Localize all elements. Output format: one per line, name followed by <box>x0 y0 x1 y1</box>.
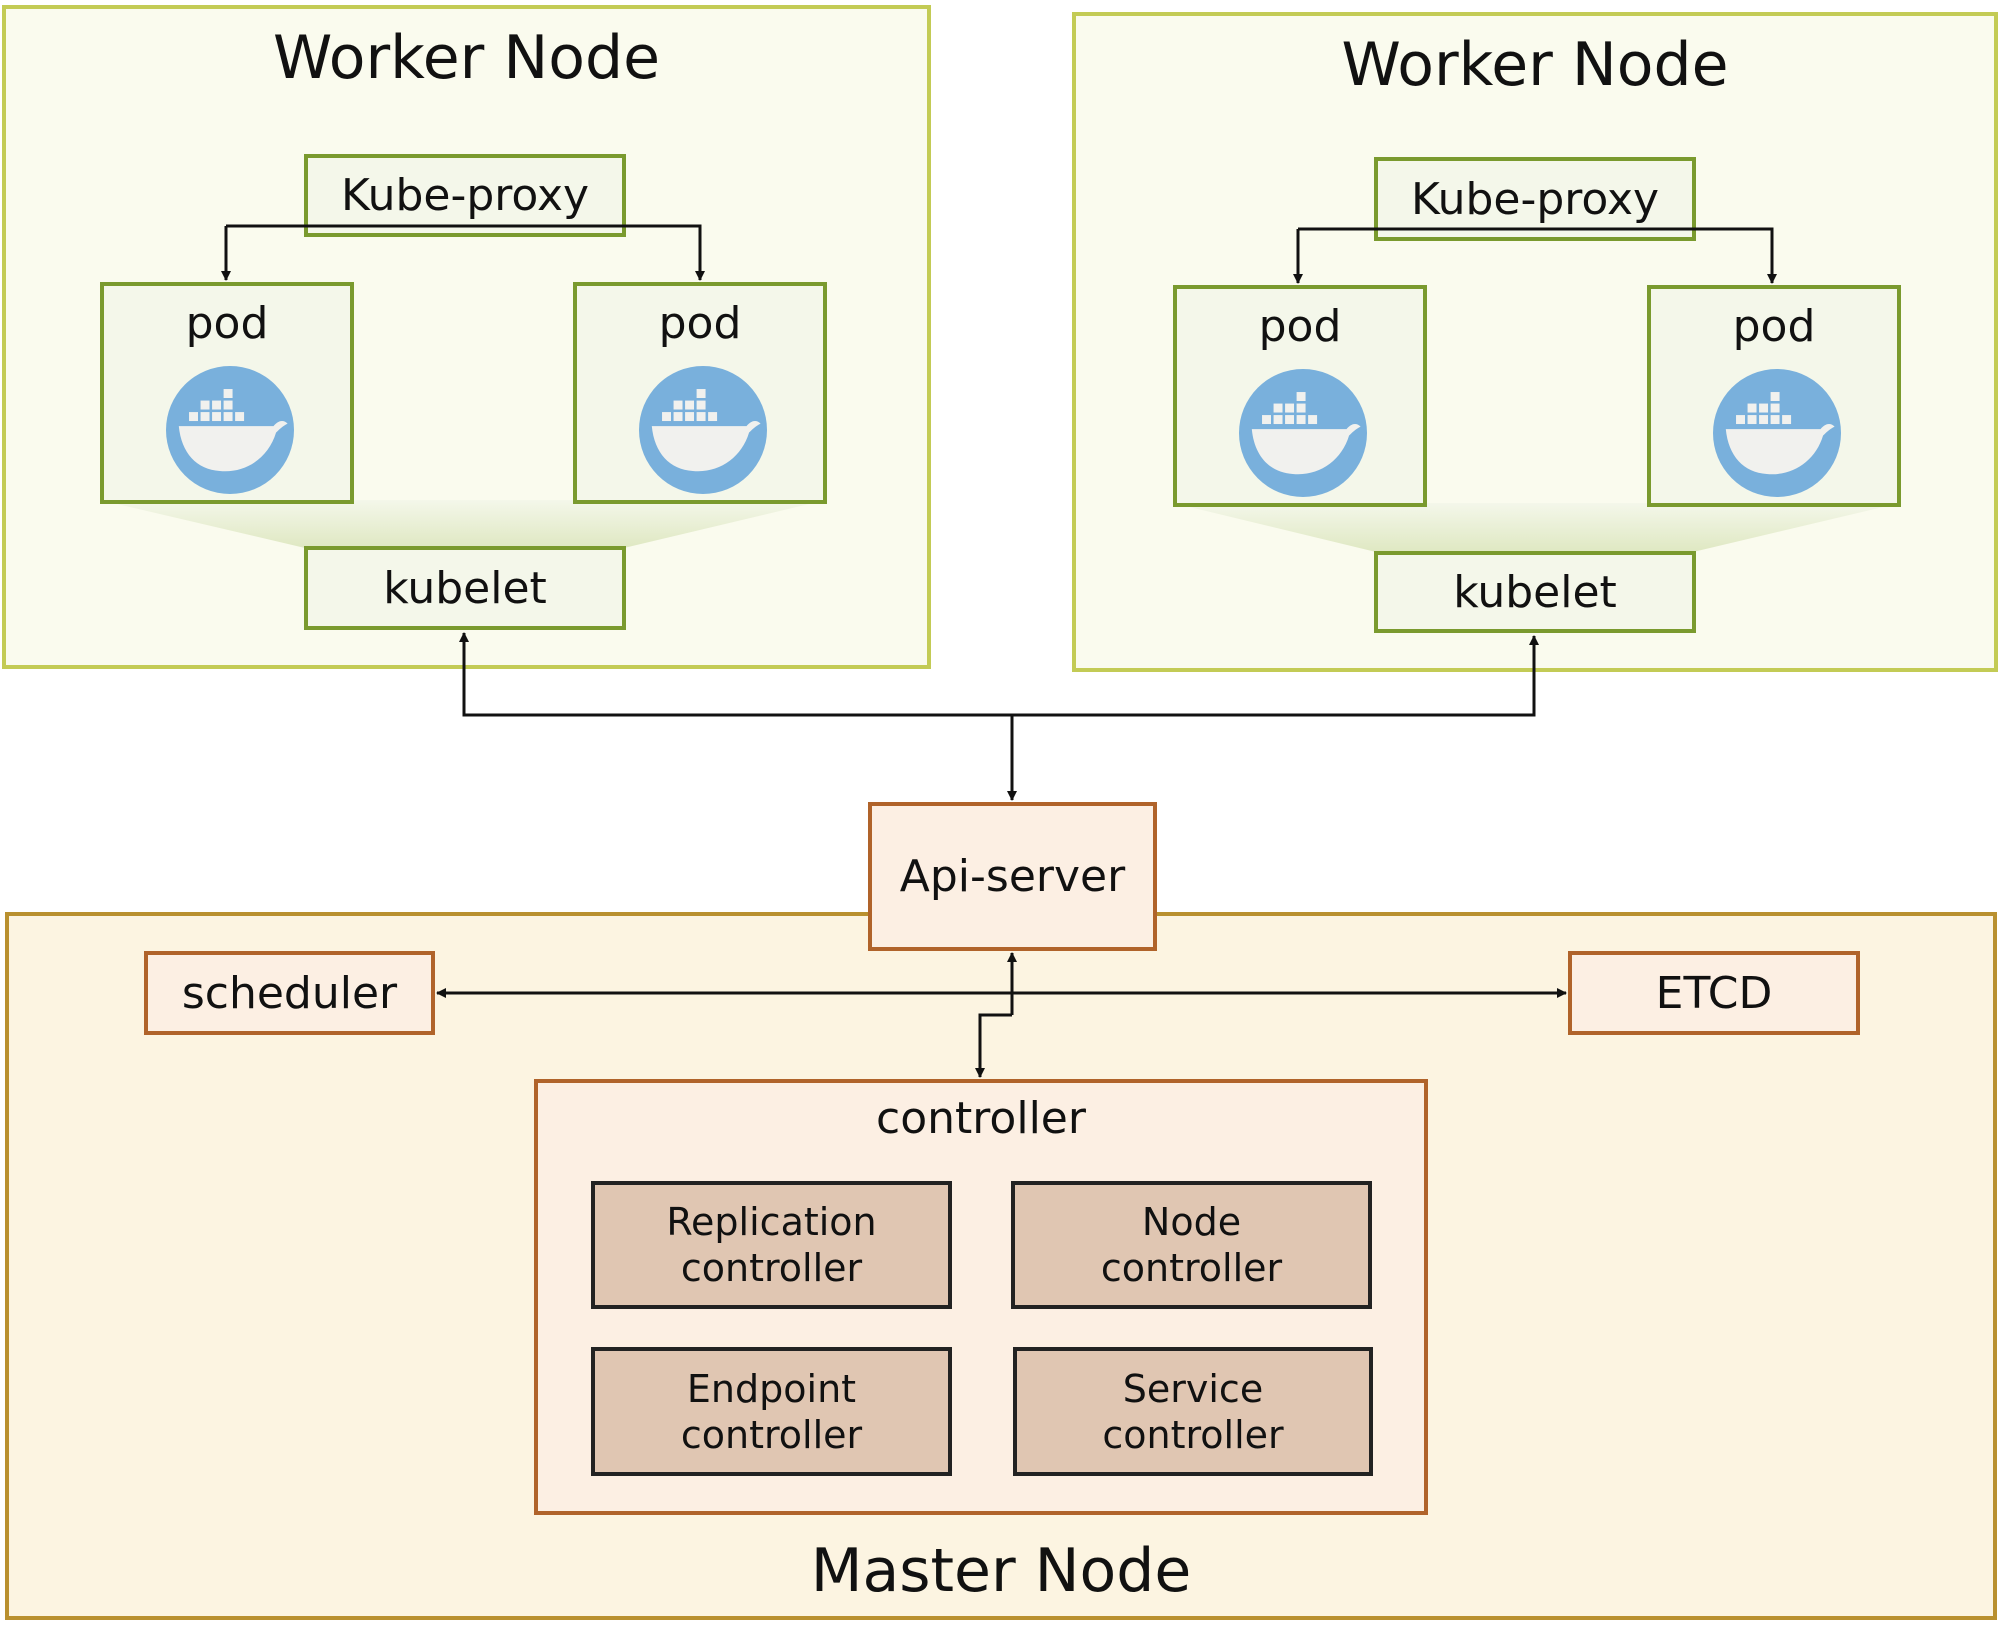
pod-label: pod <box>1732 301 1816 352</box>
controller-line-2: controller <box>1102 1412 1284 1457</box>
scheduler-box: scheduler <box>144 951 435 1035</box>
controller-line-2: controller <box>1100 1246 1283 1290</box>
replication-controller-box: Replication controller <box>591 1181 952 1309</box>
controller-line-1: Service <box>1122 1366 1264 1411</box>
controller-title: controller <box>876 1093 1086 1144</box>
etcd-box: ETCD <box>1568 951 1860 1035</box>
controller-line-1: Replication <box>666 1200 877 1244</box>
pod-box: pod <box>1173 285 1427 503</box>
worker-node-title: Worker Node <box>1341 30 1729 100</box>
controller-line-2: controller <box>680 1246 863 1290</box>
kubelet-box: kubelet <box>1374 551 1696 633</box>
kubelet-box: kubelet <box>304 546 626 630</box>
pod-box: pod <box>573 282 827 500</box>
master-node-title: Master Node <box>810 1536 1192 1606</box>
kube-proxy-box: Kube-proxy <box>304 154 626 237</box>
kube-proxy-box: Kube-proxy <box>1374 157 1696 241</box>
controller-line-1: Endpoint <box>686 1366 857 1411</box>
worker-node-title: Worker Node <box>272 23 661 93</box>
pod-label: pod <box>185 298 269 349</box>
pod-box: pod <box>100 282 354 500</box>
pod-box: pod <box>1647 285 1901 503</box>
node-controller-box: Node controller <box>1011 1181 1372 1309</box>
service-controller-box: Service controller <box>1013 1347 1373 1476</box>
controller-line-2: controller <box>680 1412 863 1457</box>
api-server-box: Api-server <box>868 802 1157 951</box>
pod-label: pod <box>658 298 742 349</box>
endpoint-controller-box: Endpoint controller <box>591 1347 952 1476</box>
controller-line-1: Node <box>1141 1200 1242 1244</box>
pod-label: pod <box>1258 301 1342 352</box>
